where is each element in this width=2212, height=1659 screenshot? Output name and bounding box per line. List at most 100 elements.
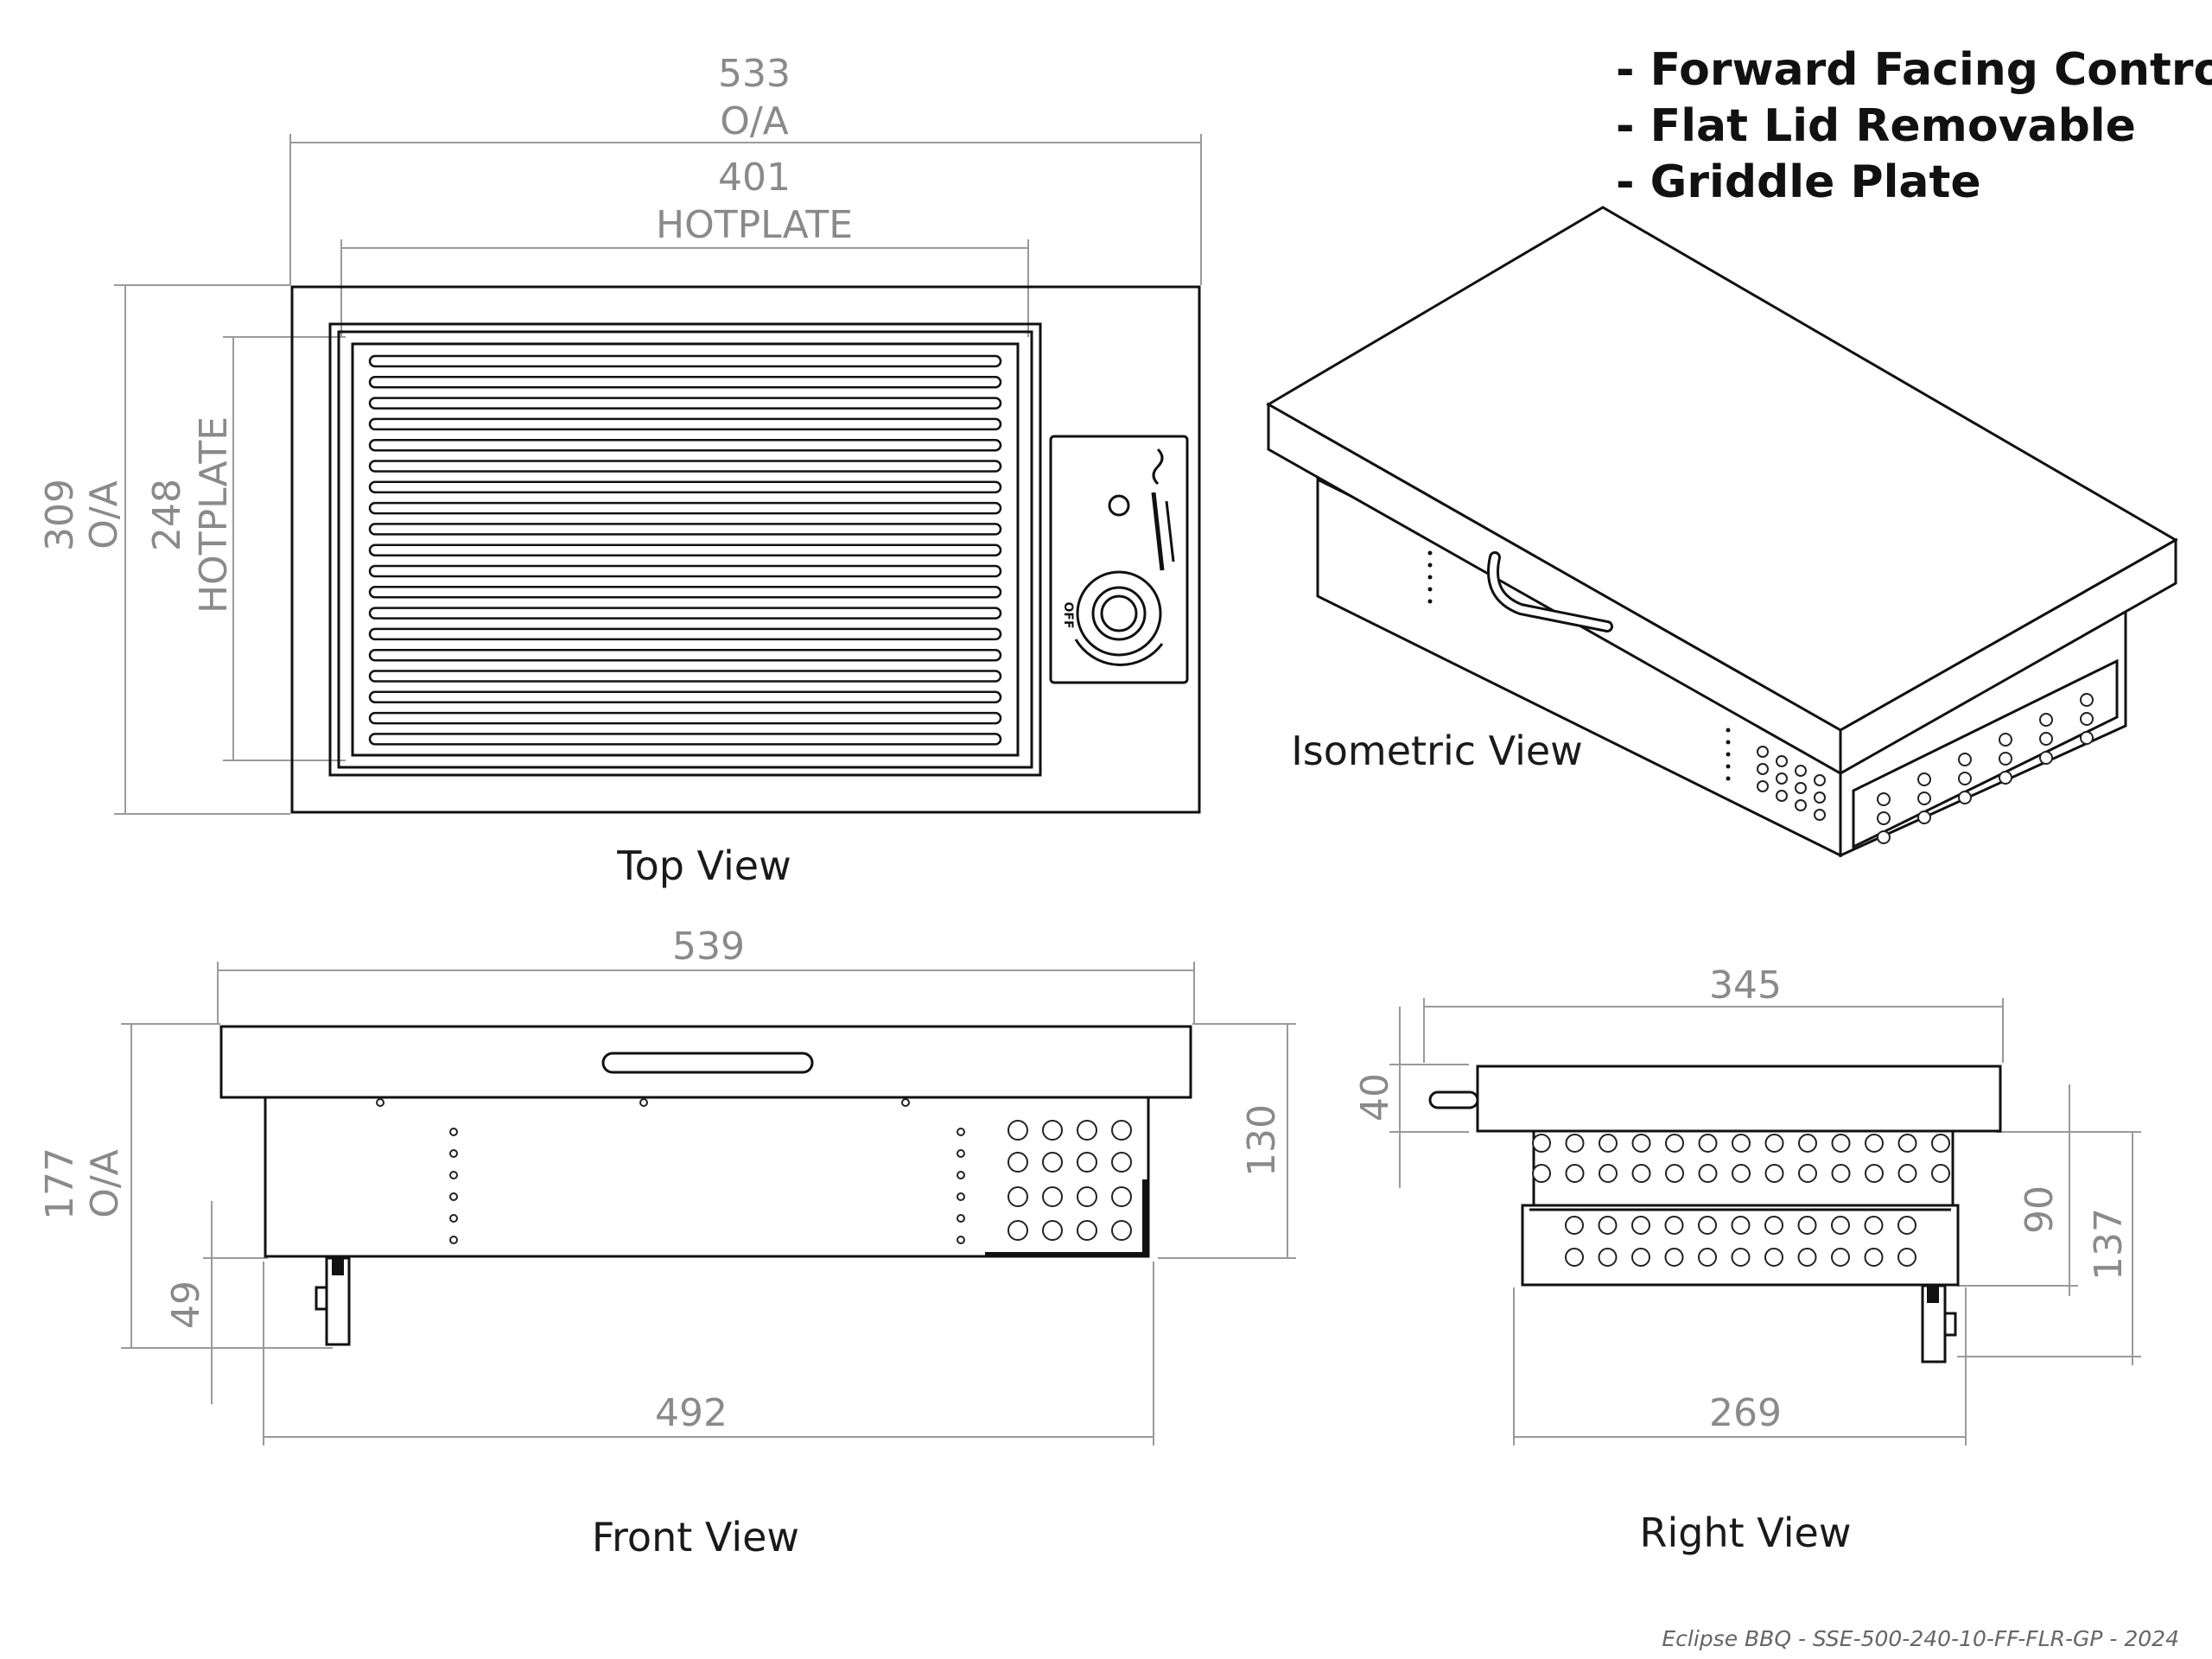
rivet — [449, 1171, 458, 1179]
front-lid — [219, 1025, 1192, 1099]
knob-off-label: OFF — [1061, 601, 1075, 628]
vent-hole — [1776, 790, 1788, 802]
griddle-bar — [368, 438, 1002, 452]
vent-hole — [1877, 830, 1891, 844]
control-panel — [1049, 435, 1189, 684]
vent-hole — [1776, 772, 1788, 785]
vent-hole — [1631, 1248, 1650, 1267]
isometric-view-title: Isometric View — [1291, 728, 1583, 774]
griddle-bar — [368, 480, 1002, 494]
control-knob-ring — [1076, 570, 1162, 657]
vent-hole — [2039, 751, 2053, 765]
vent-hole — [1831, 1134, 1851, 1153]
control-knob — [1100, 594, 1138, 632]
right-vent-holes — [1532, 1134, 1950, 1267]
vent-hole — [1077, 1120, 1097, 1141]
vent-hole — [1958, 791, 1972, 804]
vent-hole — [1757, 746, 1769, 758]
rivet — [449, 1192, 458, 1201]
rivet — [449, 1236, 458, 1244]
vent-hole — [1732, 1134, 1751, 1153]
iso-drawer — [1852, 658, 2119, 849]
vent-hole — [1764, 1134, 1784, 1153]
rivet — [1427, 575, 1433, 580]
front-total-height-value: 177 — [38, 1147, 82, 1220]
griddle-bar — [368, 586, 1002, 599]
vent-hole — [1565, 1134, 1585, 1153]
rivet — [957, 1171, 965, 1179]
rivet — [1427, 587, 1433, 592]
vent-hole — [1665, 1164, 1684, 1183]
right-height-a-value: 90 — [2018, 1185, 2062, 1234]
overall-depth-label: O/A — [82, 480, 126, 550]
vent-hole — [1565, 1164, 1585, 1183]
vent-hole — [1795, 765, 1807, 777]
vent-hole — [1532, 1134, 1551, 1153]
control-knob-rim — [1091, 586, 1147, 641]
vent-hole — [1798, 1134, 1817, 1153]
hotplate-width-label: HOTPLATE — [656, 203, 853, 247]
rivet — [1427, 599, 1433, 604]
front-total-height-label: O/A — [83, 1149, 127, 1218]
vent-hole — [1797, 1248, 1817, 1267]
griddle-bar — [368, 543, 1002, 556]
vent-hole — [1999, 771, 2012, 785]
front-vent-holes — [376, 1098, 1132, 1244]
right-leg-clip — [1945, 1312, 1957, 1337]
vent-hole — [1042, 1220, 1063, 1241]
griddle-bar — [368, 670, 1002, 683]
vent-hole — [1757, 780, 1769, 792]
vent-hole — [1931, 1134, 1950, 1153]
rivet — [957, 1192, 965, 1201]
vent-hole — [1831, 1216, 1850, 1235]
isometric-view: Isometric View — [1266, 206, 2179, 858]
vent-hole — [1864, 1216, 1884, 1235]
rivet — [639, 1098, 648, 1107]
rivet — [1726, 740, 1731, 745]
rivet — [1726, 776, 1731, 781]
vent-hole — [1764, 1248, 1783, 1267]
vent-hole — [1731, 1248, 1751, 1267]
griddle-plate — [351, 342, 1020, 757]
vent-hole — [1698, 1216, 1717, 1235]
vent-hole — [1865, 1164, 1884, 1183]
front-leg-height-value: 49 — [164, 1281, 208, 1329]
brand-logo — [1151, 448, 1175, 571]
vent-hole — [1042, 1152, 1063, 1173]
front-lid-handle — [601, 1052, 814, 1074]
front-body-height-value: 130 — [1240, 1104, 1284, 1177]
rivet — [1427, 550, 1433, 556]
overall-width-value: 533 — [718, 52, 791, 96]
vent-hole — [2080, 731, 2094, 745]
ignition-button — [1108, 494, 1130, 517]
griddle-bar — [368, 354, 1002, 368]
vent-hole — [2039, 713, 2053, 727]
vent-hole — [1599, 1164, 1618, 1183]
hotplate-width-value: 401 — [718, 156, 791, 200]
iso-lid-side — [1839, 537, 2177, 776]
right-drawer — [1521, 1204, 1960, 1287]
vent-hole — [1757, 763, 1769, 775]
griddle-bar — [368, 711, 1002, 725]
iso-vent-holes — [1427, 550, 2094, 844]
vent-hole — [1814, 791, 1826, 804]
front-width-top-value: 539 — [672, 925, 745, 969]
top-view: 533 O/A 401 HOTPLATE 309 O/A 248 HOTPLAT… — [38, 52, 1202, 889]
right-view-title: Right View — [1640, 1510, 1852, 1556]
front-view-title: Front View — [592, 1514, 799, 1560]
right-lid-handle — [1428, 1090, 1479, 1109]
vent-hole — [1764, 1164, 1784, 1183]
feature-3: - Griddle Plate — [1616, 156, 1981, 208]
vent-hole — [1764, 1216, 1783, 1235]
vent-hole — [1532, 1164, 1551, 1183]
right-leg — [1921, 1284, 1947, 1363]
feature-2: - Flat Lid Removable — [1616, 100, 2136, 152]
vent-hole — [1931, 1164, 1950, 1183]
right-width-bottom-value: 269 — [1709, 1391, 1782, 1435]
vent-hole — [1814, 809, 1826, 821]
vent-hole — [1698, 1164, 1718, 1183]
front-body — [264, 1096, 1150, 1258]
vent-hole — [1111, 1120, 1132, 1141]
vent-hole — [1897, 1248, 1916, 1267]
